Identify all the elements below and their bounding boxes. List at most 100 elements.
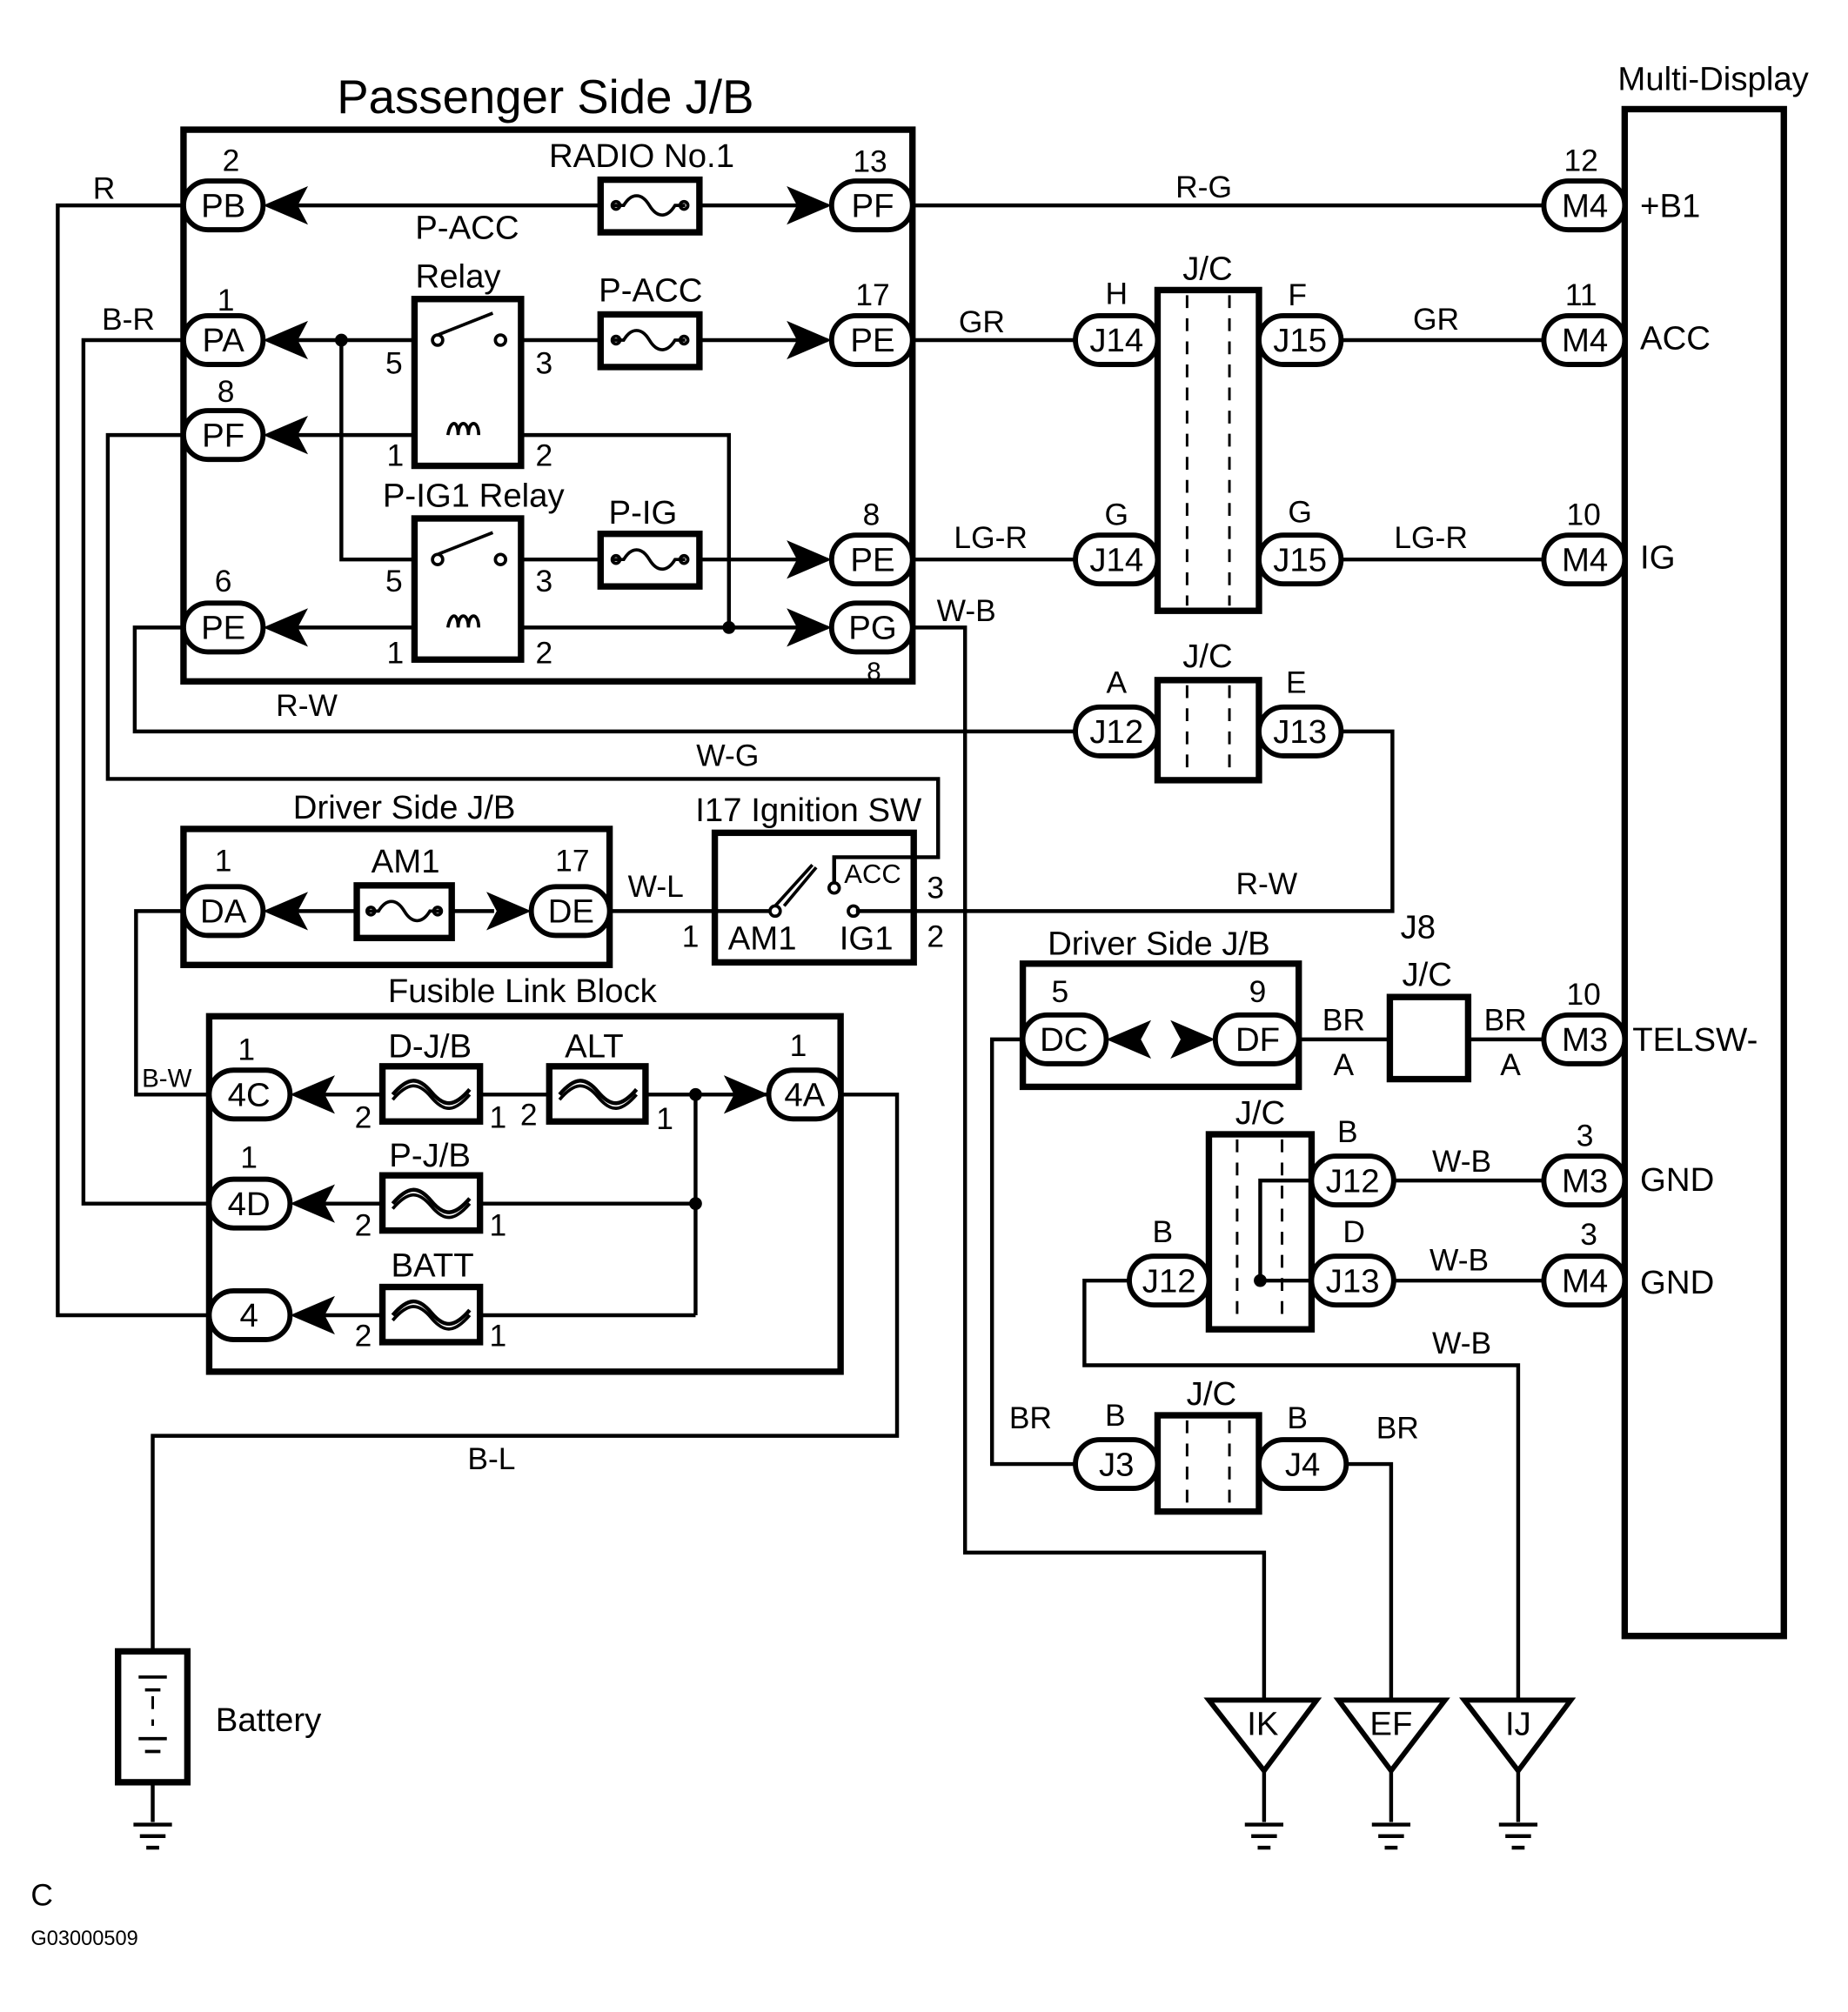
connector-m4-b1-label: M4 [1562,187,1608,224]
wire-color: W-G [696,739,759,773]
wire-color: LG-R [1394,520,1468,555]
connector-4 [206,1288,293,1342]
driver-side-jb-label: Driver Side J/B [293,789,516,826]
fuse-p-acc-label: P-ACC [599,272,702,310]
connector-pf-left [180,408,266,463]
wire-color: R-W [1235,866,1297,901]
pin-number: 2 [355,1208,372,1243]
jc-j8-label: J/C [1402,956,1452,993]
connector-pb [180,178,266,233]
connector-j14-top-label: J14 [1089,322,1143,359]
connector-j4-label: J4 [1285,1446,1321,1483]
fuse-batt-label: BATT [391,1247,473,1285]
wire-color: R-G [1175,170,1232,204]
multi-display-label: Multi-Display [1617,60,1809,97]
terminal-letter: B [1153,1214,1174,1249]
display-pin-telsw: TELSW- [1632,1021,1758,1059]
connector-j14-top [1073,312,1161,367]
connector-de [528,884,613,939]
battery-label: Battery [216,1701,322,1739]
ignition-switch-label: I17 Ignition SW [695,792,922,829]
display-pin-acc: ACC [1640,319,1711,357]
terminal-letter: G [1104,497,1128,531]
multi-display-box [1621,105,1787,1640]
connector-j12-left-label: J12 [1142,1262,1196,1300]
connector-4d [206,1176,293,1231]
connector-j3 [1073,1437,1161,1492]
jc-large-box [1154,286,1262,614]
wire-color: R-W [276,688,338,723]
pin-number: 8 [863,497,880,531]
connector-pf-right-label: PF [852,187,894,224]
terminal-letter: H [1105,277,1128,311]
display-pin-b1: +B1 [1640,187,1700,224]
ground-symbols [133,1822,1538,1850]
pin-number: 3 [1580,1217,1597,1252]
wire-color: W-B [937,593,996,628]
connector-pe-top-label: PE [850,322,894,359]
connector-df-label: DF [1235,1021,1280,1059]
connector-j15-bot [1256,532,1344,587]
connector-j12-right-label: J12 [1326,1162,1380,1200]
p-ig1-relay [411,515,525,663]
pin-number: 2 [927,919,944,954]
ignition-sw-ig1: IG1 [840,920,894,958]
p-ig1-relay-label: P-IG1 Relay [383,478,566,515]
jc-large-label: J/C [1182,251,1233,288]
ground-point-ef-label: EF [1369,1705,1412,1742]
ground-point-ik [1203,1697,1322,1775]
connector-j15-bot-label: J15 [1273,541,1327,578]
connector-4d-label: 4D [228,1186,271,1223]
pin-number: 3 [1577,1118,1594,1153]
fuses [353,176,703,1346]
terminal-letter: A [1500,1047,1521,1082]
pin-number: 1 [218,283,235,318]
pin-number: 10 [1566,497,1600,531]
pin-number: 3 [536,345,553,380]
pin-number: 6 [215,564,232,598]
connector-pills [180,178,1628,1492]
p-acc-relay-label-1: P-ACC [415,209,519,246]
pin-number: 17 [555,844,589,879]
fusible-link-block-label: Fusible Link Block [388,973,658,1010]
connector-j12-mid-label: J12 [1089,713,1143,751]
jc-mid-label: J/C [1182,638,1233,675]
wire-color: W-B [1430,1242,1489,1277]
connector-pe-mid [828,532,915,587]
terminal-letter: B [1337,1114,1358,1149]
connector-dc [1020,1012,1109,1066]
pin-number: 1 [240,1140,258,1174]
fuse-am1-label: AM1 [372,843,440,880]
pin-number: 2 [536,636,553,671]
terminal-letter: D [1342,1214,1365,1249]
wire-color: W-B [1432,1144,1491,1179]
junction-dot [689,1087,702,1101]
pin-number: 1 [682,919,700,954]
wire-color: GR [959,304,1005,339]
wire-color: B-W [142,1064,192,1093]
pin-number: 2 [536,438,553,473]
connector-m3-tel-label: M3 [1562,1021,1608,1059]
connector-da [180,884,266,939]
wire-color: B-R [102,302,155,337]
connector-pe-top [828,312,915,367]
junction-dot [334,333,348,347]
pin-number: 2 [520,1098,538,1133]
terminal-letter: A [1334,1047,1355,1082]
ground-point-ij-label: IJ [1505,1705,1531,1742]
terminal-letter: G [1288,494,1312,529]
pin-number: 5 [385,564,403,598]
battery-ground-icon [133,1822,172,1850]
ignition-sw-acc: ACC [844,859,901,889]
battery-box [115,1648,191,1786]
pin-number: 1 [489,1100,506,1135]
jc-mid-box [1154,677,1262,784]
wire-color: BR [1009,1400,1052,1435]
connector-m3-telsw [1541,1012,1628,1066]
passenger-side-jb-label: Passenger Side J/B [337,70,753,124]
pin-number: 1 [656,1101,673,1136]
pin-number: 1 [386,636,404,671]
connector-pe-left [180,600,266,655]
display-pin-gnd2: GND [1640,1264,1714,1301]
junction-dot [722,621,736,634]
